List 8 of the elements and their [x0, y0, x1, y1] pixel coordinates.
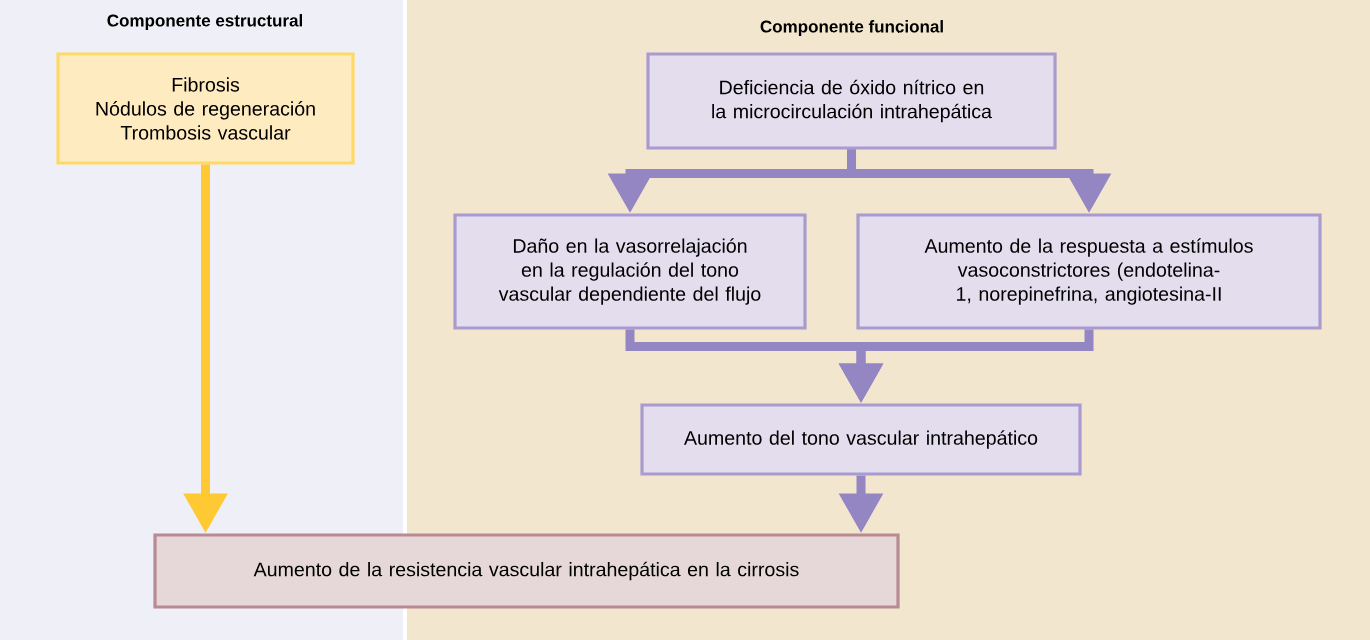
process-box: Deficiencia de óxido nítrico en la microcirculación intrahepática [646, 52, 1057, 150]
column-heading: Componente funcional [760, 20, 943, 36]
process-box: Aumento de la respuesta a estímulos vasoconstrictores (endotelina-1, norepinefrina, angiotesina-II [856, 213, 1322, 330]
result-box: Aumento de la resistencia vascular intrahepática en la cirrosis [153, 533, 900, 609]
process-box: Aumento del tono vascular intrahepático [640, 403, 1082, 476]
column-heading: Componente estructural [107, 14, 302, 30]
process-box: Daño en la vasorrelajación en la regulación del tono vascular dependiente del flujo [453, 213, 807, 330]
factor-box: Fibrosis Nódulos de regeneración Trombosis vascular [56, 52, 355, 165]
